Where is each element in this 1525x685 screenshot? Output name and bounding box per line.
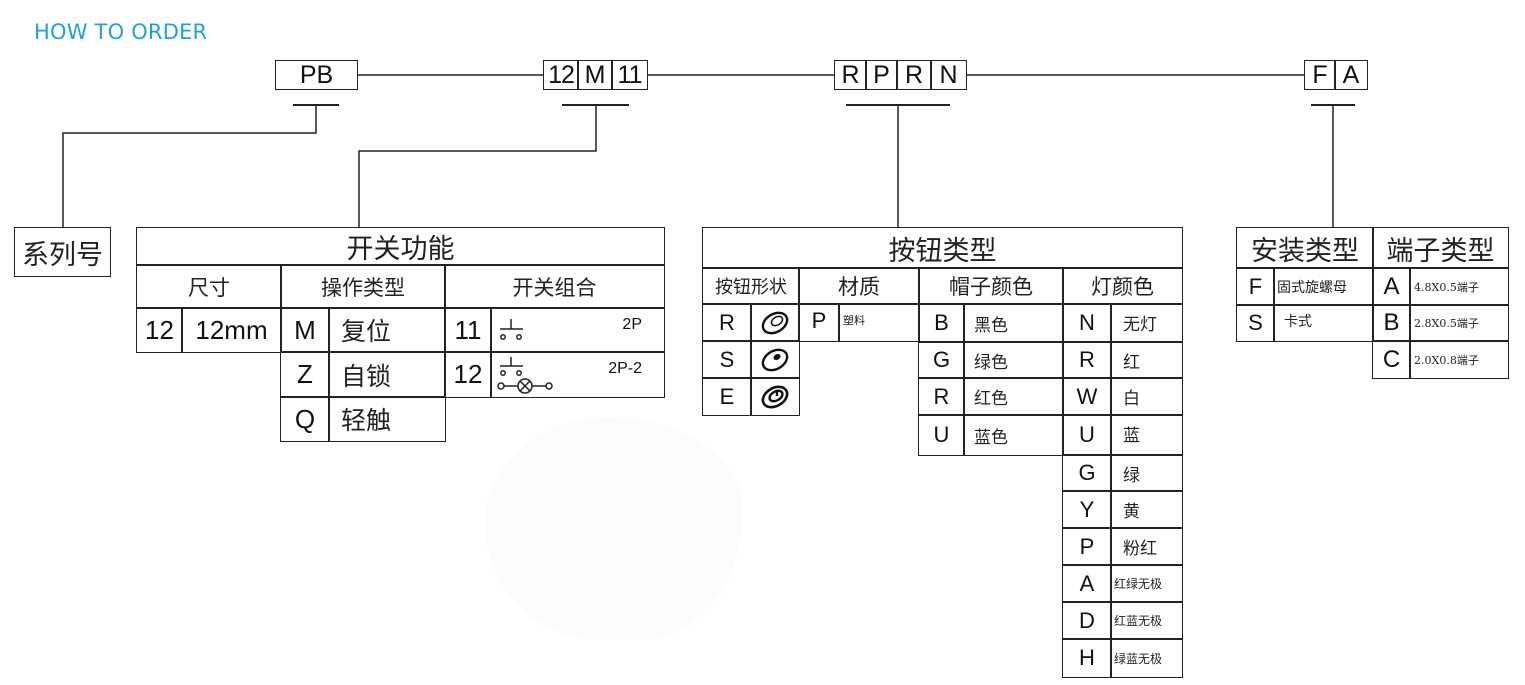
push-switch-lamp-symbol-icon xyxy=(497,357,553,394)
terminal-code: B xyxy=(1372,304,1411,342)
shape-icon-cell xyxy=(750,377,800,416)
size-code: 12 xyxy=(136,307,183,353)
shape-code: R xyxy=(702,303,752,342)
install-code: F xyxy=(1236,267,1275,306)
terminal-code: C xyxy=(1372,340,1411,379)
page-title: HOW TO ORDER xyxy=(34,20,208,44)
install-type-header: 安装类型 xyxy=(1236,227,1374,269)
button-type-header: 按钮类型 xyxy=(702,227,1183,269)
light-color-code: G xyxy=(1062,454,1112,492)
shape-header: 按钮形状 xyxy=(702,267,800,305)
code-box-cap-color: R xyxy=(896,60,932,90)
switch-function-header: 开关功能 xyxy=(136,227,665,266)
shape-code: E xyxy=(702,377,752,416)
cap-color-desc: 蓝色 xyxy=(963,414,1064,456)
terminal-code: A xyxy=(1372,267,1411,306)
light-color-desc: 黄 xyxy=(1110,490,1183,529)
shape-code: S xyxy=(702,340,752,379)
operation-desc: 复位 xyxy=(328,307,446,353)
code-box-light-color: N xyxy=(930,60,967,90)
light-color-code: D xyxy=(1062,601,1112,640)
light-color-code: W xyxy=(1062,377,1112,416)
operation-desc: 轻触 xyxy=(328,396,446,442)
code-box-install: F xyxy=(1304,60,1336,90)
cap-color-desc: 黑色 xyxy=(963,303,1064,343)
light-color-desc: 蓝 xyxy=(1110,414,1183,456)
operation-desc: 自锁 xyxy=(328,351,446,398)
combination-desc-text: 2P-2 xyxy=(608,360,642,377)
round-ring-button-icon xyxy=(761,385,789,408)
function-leader xyxy=(358,105,597,227)
light-color-desc: 红绿无极 xyxy=(1110,564,1183,603)
combination-code: 12 xyxy=(444,351,492,398)
light-color-desc: 绿 xyxy=(1110,454,1183,492)
light-color-desc: 红 xyxy=(1110,341,1183,379)
operation-code: M xyxy=(280,307,330,353)
pb-leader xyxy=(62,105,317,227)
light-color-desc: 绿蓝无极 xyxy=(1110,638,1183,678)
material-code: P xyxy=(798,303,840,342)
operation-code: Z xyxy=(280,351,330,398)
cap-color-code: U xyxy=(918,414,965,456)
size-desc: 12mm xyxy=(181,307,282,353)
code-box-shape: R xyxy=(834,60,867,90)
light-color-desc: 白 xyxy=(1110,377,1183,416)
cap-color-header: 帽子颜色 xyxy=(918,267,1064,305)
shape-icon-cell xyxy=(750,303,800,342)
shape-icon-cell xyxy=(750,340,800,379)
light-color-desc: 粉红 xyxy=(1110,527,1183,566)
code-box-size: 12 xyxy=(543,60,579,90)
cap-color-code: B xyxy=(918,303,965,343)
material-desc: 塑料 xyxy=(838,303,920,342)
combination-desc-text: 2P xyxy=(622,316,642,333)
operation-code: Q xyxy=(280,396,330,442)
operation-header: 操作类型 xyxy=(280,264,446,309)
series-label: 系列号 xyxy=(14,227,111,277)
cap-color-code: R xyxy=(918,377,965,416)
code-box-combination: 11 xyxy=(611,60,648,90)
code-box-series: PB xyxy=(275,60,358,90)
terminal-type-header: 端子类型 xyxy=(1372,227,1509,269)
terminal-desc: 4.8X0.5端子 xyxy=(1409,267,1509,306)
code-box-terminal: A xyxy=(1334,60,1368,90)
size-header: 尺寸 xyxy=(136,264,282,309)
light-color-code: H xyxy=(1062,638,1112,678)
light-color-code: U xyxy=(1062,414,1112,456)
light-color-code: R xyxy=(1062,341,1112,379)
cap-color-code: G xyxy=(918,341,965,379)
combination-desc: 2P xyxy=(490,307,665,353)
cap-color-desc: 绿色 xyxy=(963,341,1064,379)
cap-color-desc: 红色 xyxy=(963,377,1064,416)
install-code: S xyxy=(1236,304,1275,342)
light-color-header: 灯颜色 xyxy=(1062,267,1183,305)
light-color-code: A xyxy=(1062,564,1112,603)
watermark-blob xyxy=(486,418,742,640)
install-desc: 固式旋螺母 xyxy=(1273,267,1374,306)
light-color-code: P xyxy=(1062,527,1112,566)
light-color-desc: 红蓝无极 xyxy=(1110,601,1183,640)
install-desc: 卡式 xyxy=(1273,304,1374,342)
light-color-code: N xyxy=(1062,303,1112,343)
combination-code: 11 xyxy=(444,307,492,353)
push-switch-symbol-icon xyxy=(500,319,523,340)
material-header: 材质 xyxy=(798,267,920,305)
combination-header: 开关组合 xyxy=(444,264,665,309)
terminal-desc: 2.8X0.5端子 xyxy=(1409,304,1509,342)
combination-desc: 2P-2 xyxy=(490,351,665,398)
light-color-desc: 无灯 xyxy=(1110,303,1183,343)
code-box-material: P xyxy=(865,60,898,90)
round-dot-button-icon xyxy=(761,348,789,371)
round-flat-button-icon xyxy=(761,311,789,334)
light-color-code: Y xyxy=(1062,490,1112,529)
terminal-desc: 2.0X0.8端子 xyxy=(1409,340,1509,379)
code-box-operation: M xyxy=(577,60,613,90)
